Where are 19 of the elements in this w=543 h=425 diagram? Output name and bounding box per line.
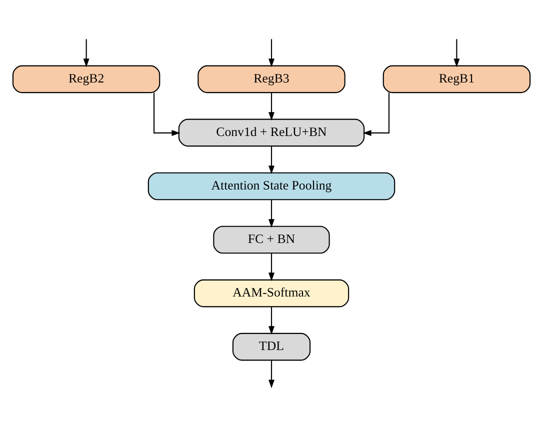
arrow <box>268 146 274 174</box>
arrow <box>268 252 274 281</box>
node-box: AAM-Softmax <box>194 278 350 307</box>
node-box: TDL <box>232 332 311 360</box>
arrow <box>362 92 390 136</box>
arrow <box>268 306 274 334</box>
node-box: Attention State Pooling <box>148 172 396 200</box>
arrow <box>153 92 180 136</box>
arrow <box>83 38 90 67</box>
node-box: RegB1 <box>382 64 531 93</box>
arrow <box>268 199 274 228</box>
arrow <box>454 38 460 67</box>
node-box: RegB2 <box>12 64 160 93</box>
arrow <box>268 360 274 388</box>
node-box: FC + BN <box>213 225 330 254</box>
arrow <box>268 38 274 67</box>
node-box: RegB3 <box>198 64 346 93</box>
arrow <box>268 92 274 120</box>
node-box: Conv1d + ReLU+BN <box>178 118 365 146</box>
